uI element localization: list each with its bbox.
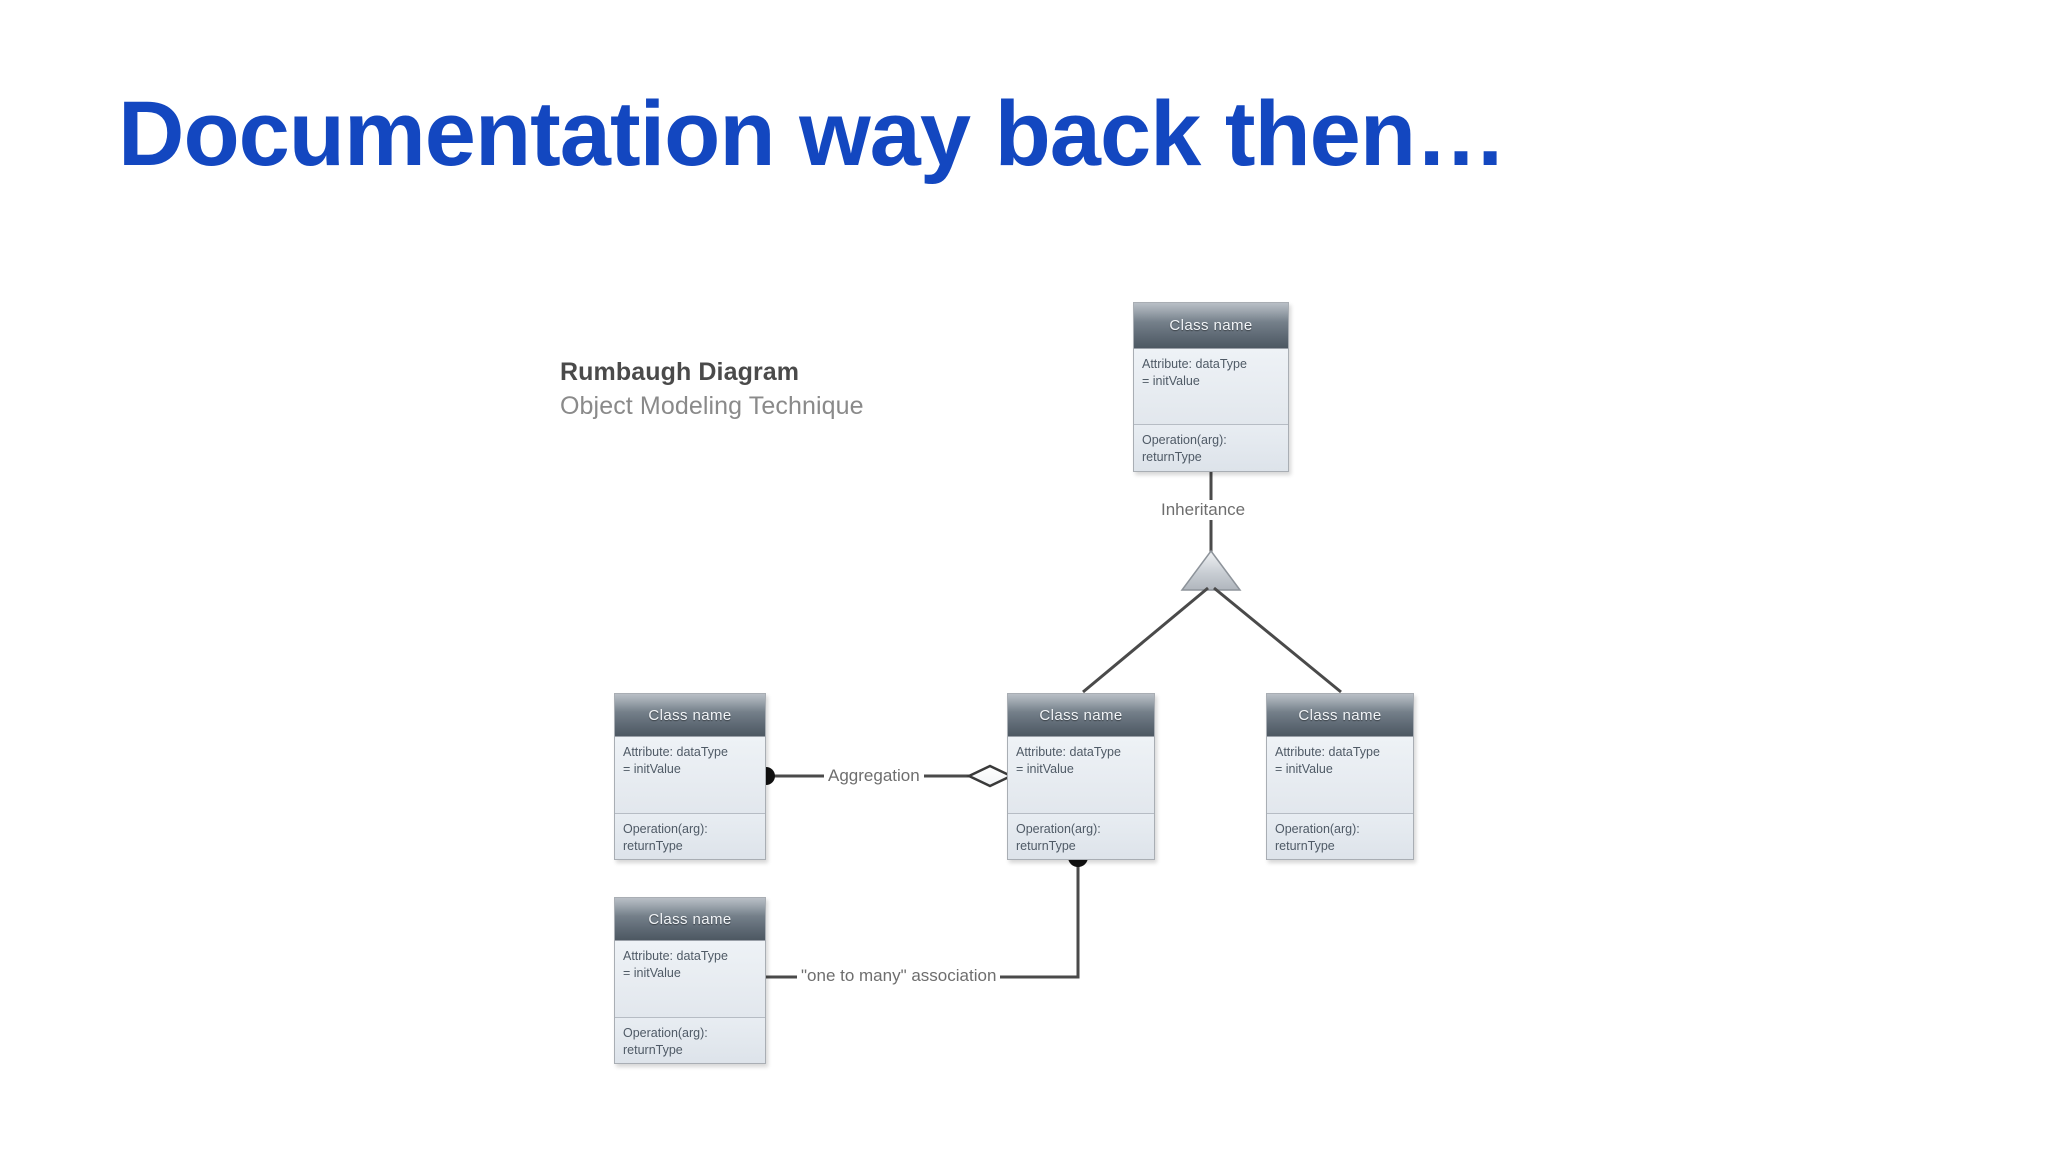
class-box-name: Class name <box>1134 303 1288 349</box>
association-polyline <box>766 857 1080 979</box>
attribute-line: Attribute: dataType <box>1275 745 1380 759</box>
attribute-value-line: = initValue <box>1275 761 1333 776</box>
inheritance-triangle <box>1180 549 1242 591</box>
relationship-label-aggregation: Aggregation <box>824 766 924 786</box>
operation-return-line: returnType <box>623 838 683 853</box>
class-box-name: Class name <box>1267 694 1413 737</box>
class-box-attributes: Attribute: dataType = initValue <box>615 737 765 814</box>
class-box-operations: Operation(arg): returnType <box>615 1018 765 1063</box>
caption-subtitle: Object Modeling Technique <box>560 391 864 420</box>
attribute-line: Attribute: dataType <box>1016 745 1121 759</box>
class-box-operations: Operation(arg): returnType <box>1008 814 1154 859</box>
class-box-attributes: Attribute: dataType = initValue <box>1008 737 1154 814</box>
class-box-top[interactable]: Class name Attribute: dataType = initVal… <box>1133 302 1289 472</box>
operation-return-line: returnType <box>1275 838 1335 853</box>
operation-line: Operation(arg): <box>623 1026 708 1040</box>
attribute-value-line: = initValue <box>623 965 681 980</box>
operation-line: Operation(arg): <box>1275 822 1360 836</box>
caption-title: Rumbaugh Diagram <box>560 358 800 386</box>
operation-return-line: returnType <box>1142 449 1202 464</box>
operation-line: Operation(arg): <box>1142 433 1227 447</box>
class-box-name: Class name <box>615 898 765 941</box>
inheritance-branch-right <box>1213 586 1342 694</box>
class-box-operations: Operation(arg): returnType <box>615 814 765 859</box>
class-box-operations: Operation(arg): returnType <box>1267 814 1413 859</box>
inheritance-branch-middle <box>1082 586 1209 694</box>
operation-return-line: returnType <box>1016 838 1076 853</box>
class-box-attributes: Attribute: dataType = initValue <box>1267 737 1413 814</box>
attribute-line: Attribute: dataType <box>1142 357 1247 371</box>
attribute-value-line: = initValue <box>1016 761 1074 776</box>
attribute-line: Attribute: dataType <box>623 949 728 963</box>
attribute-line: Attribute: dataType <box>623 745 728 759</box>
class-box-bottom[interactable]: Class name Attribute: dataType = initVal… <box>614 897 766 1064</box>
attribute-value-line: = initValue <box>1142 373 1200 388</box>
operation-line: Operation(arg): <box>1016 822 1101 836</box>
class-box-name: Class name <box>1008 694 1154 737</box>
class-box-attributes: Attribute: dataType = initValue <box>1134 349 1288 425</box>
class-box-middle[interactable]: Class name Attribute: dataType = initVal… <box>1007 693 1155 860</box>
class-box-left[interactable]: Class name Attribute: dataType = initVal… <box>614 693 766 860</box>
class-box-name: Class name <box>615 694 765 737</box>
operation-return-line: returnType <box>623 1042 683 1057</box>
class-box-right[interactable]: Class name Attribute: dataType = initVal… <box>1266 693 1414 860</box>
operation-line: Operation(arg): <box>623 822 708 836</box>
relationship-label-inheritance: Inheritance <box>1157 500 1250 520</box>
diagram-caption: Rumbaugh Diagram Object Modeling Techniq… <box>560 358 1020 421</box>
page-title: Documentation way back then… <box>118 83 1507 185</box>
relationship-label-association: "one to many" association <box>797 966 1001 986</box>
attribute-value-line: = initValue <box>623 761 681 776</box>
class-box-operations: Operation(arg): returnType <box>1134 425 1288 471</box>
aggregation-hollow-diamond <box>966 764 1014 788</box>
class-box-attributes: Attribute: dataType = initValue <box>615 941 765 1018</box>
